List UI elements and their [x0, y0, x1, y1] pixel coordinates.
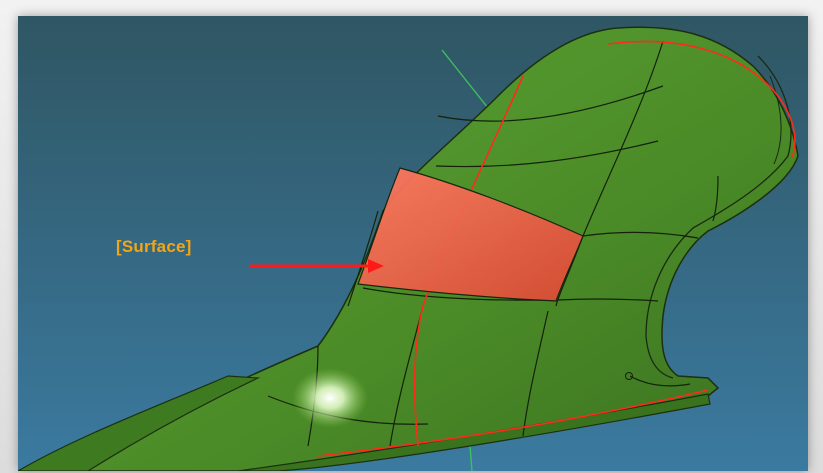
- hole-feature: [625, 372, 633, 380]
- feature-curves: [317, 40, 796, 457]
- cad-part-flange: [18, 375, 261, 471]
- cad-part-base: [237, 393, 711, 471]
- callout-arrow: [250, 259, 384, 273]
- viewport-canvas[interactable]: [18, 16, 808, 471]
- fillet-edge: [645, 55, 792, 379]
- specular-highlight: [292, 368, 368, 428]
- fillet-edge-inner: [769, 75, 782, 165]
- surface-callout-label: [Surface]: [116, 237, 192, 256]
- cad-3d-viewport[interactable]: [18, 16, 808, 471]
- selected-surface[interactable]: [357, 167, 584, 302]
